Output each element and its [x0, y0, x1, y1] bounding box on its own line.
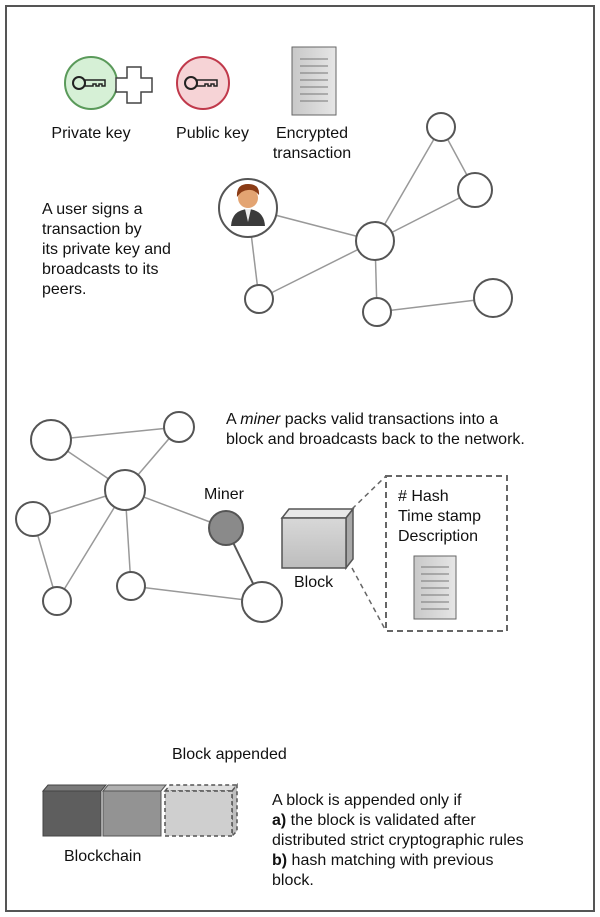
peer-node [473, 278, 513, 318]
block-detail-box [385, 475, 508, 632]
peer-node [104, 469, 146, 511]
block-cube-icon [280, 506, 355, 571]
peer-node [163, 411, 195, 443]
peer-node [244, 284, 274, 314]
public-key-icon [176, 56, 230, 110]
peer-node [116, 571, 146, 601]
peer-node [457, 172, 493, 208]
block-document-icon [413, 555, 457, 620]
blockchain-label: Blockchain [64, 848, 142, 865]
peer-node [362, 297, 392, 327]
user-avatar-icon [218, 178, 278, 238]
miner-node [208, 510, 244, 546]
section2-description: A miner packs valid transactions into a … [226, 411, 525, 448]
peer-node [42, 586, 72, 616]
peer-node [15, 501, 51, 537]
encrypted-transaction-document-icon [291, 46, 337, 116]
diagram-frame [5, 5, 595, 912]
plus-icon [115, 66, 153, 104]
chain-block [41, 784, 108, 837]
block-appended-label: Block appended [172, 746, 287, 763]
append-rules-text: A block is appended only if a) the block… [272, 792, 524, 889]
blockchain-blocks [41, 782, 239, 838]
peer-node [426, 112, 456, 142]
block-detail-description: Description [398, 528, 479, 545]
block-detail-connectors [351, 475, 387, 632]
block-detail-hash: # Hash [398, 488, 449, 505]
peer-network-1 [218, 112, 513, 327]
private-key-label: Private key [51, 125, 131, 142]
block-label: Block [294, 574, 334, 591]
section1-description: A user signs a transaction by its privat… [42, 201, 171, 298]
private-key-icon [64, 56, 118, 110]
peer-node [241, 581, 283, 623]
peer-network-2 [15, 411, 283, 623]
peer-node [30, 419, 72, 461]
peer-node [355, 221, 395, 261]
public-key-label: Public key [176, 125, 249, 142]
encrypted-transaction-label: Encrypted transaction [272, 125, 352, 162]
chain-block [101, 784, 168, 837]
appended-block [163, 782, 239, 838]
miner-label: Miner [204, 486, 245, 503]
block-detail-timestamp: Time stamp [398, 508, 481, 525]
